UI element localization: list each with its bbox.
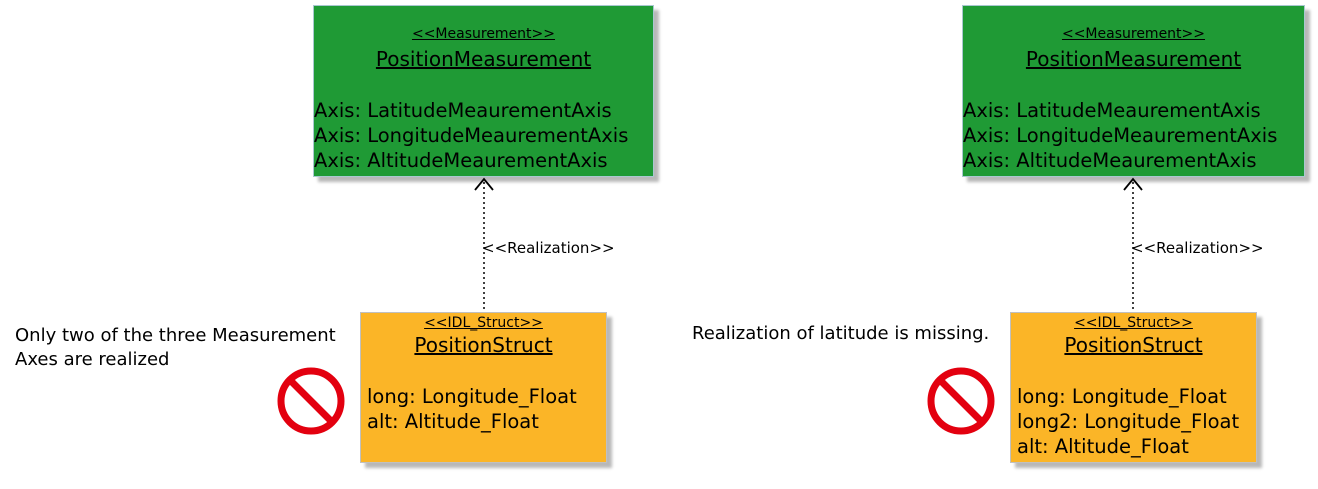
class-name: PositionMeasurement — [1025, 47, 1242, 71]
realization-connector-right — [1123, 177, 1143, 312]
note-line: Realization of latitude is missing. — [692, 323, 990, 344]
attribute-list: long: Longitude_Float alt: Altitude_Floa… — [367, 384, 577, 434]
class-name: PositionMeasurement — [375, 47, 592, 71]
prohibited-icon — [927, 367, 995, 435]
struct-class-box[interactable]: <<IDL_Struct>> PositionStruct long: Long… — [360, 312, 607, 463]
measurement-class-box[interactable]: <<Measurement>> PositionMeasurement Axis… — [962, 5, 1305, 177]
struct-class-box[interactable]: <<IDL_Struct>> PositionStruct long: Long… — [1010, 312, 1257, 463]
attribute: alt: Altitude_Float — [1017, 435, 1189, 458]
attribute: Axis: LongitudeMeaurementAxis — [963, 124, 1278, 147]
attribute: Axis: AltitudeMeaurementAxis — [314, 149, 608, 172]
annotation-note: Only two of the three Measurement Axes a… — [15, 324, 336, 372]
attribute: long: Longitude_Float — [1017, 385, 1227, 408]
class-stereotype: <<Measurement>> — [411, 26, 556, 42]
class-stereotype: <<IDL_Struct>> — [424, 315, 543, 331]
attribute: Axis: LongitudeMeaurementAxis — [314, 124, 629, 147]
attribute: Axis: LatitudeMeaurementAxis — [314, 99, 612, 122]
realization-connector-left — [474, 177, 494, 312]
attribute-list: long: Longitude_Float long2: Longitude_F… — [1017, 384, 1239, 459]
note-line: Only two of the three Measurement — [15, 325, 336, 346]
measurement-class-box[interactable]: <<Measurement>> PositionMeasurement Axis… — [313, 5, 654, 177]
class-name: PositionStruct — [414, 333, 553, 357]
note-line: Axes are realized — [15, 349, 170, 370]
attribute: alt: Altitude_Float — [367, 410, 539, 433]
prohibited-icon — [277, 367, 345, 435]
attribute-list: Axis: LatitudeMeaurementAxis Axis: Longi… — [314, 98, 628, 173]
annotation-note: Realization of latitude is missing. — [692, 322, 989, 346]
attribute: long: Longitude_Float — [367, 385, 577, 408]
realization-label: <<Realization>> — [482, 239, 615, 257]
class-stereotype: <<IDL_Struct>> — [1074, 315, 1193, 331]
realization-label: <<Realization>> — [1131, 239, 1264, 257]
attribute: long2: Longitude_Float — [1017, 410, 1240, 433]
attribute-list: Axis: LatitudeMeaurementAxis Axis: Longi… — [963, 98, 1277, 173]
class-name: PositionStruct — [1064, 333, 1203, 357]
class-stereotype: <<Measurement>> — [1061, 26, 1206, 42]
attribute: Axis: LatitudeMeaurementAxis — [963, 99, 1261, 122]
attribute: Axis: AltitudeMeaurementAxis — [963, 149, 1257, 172]
